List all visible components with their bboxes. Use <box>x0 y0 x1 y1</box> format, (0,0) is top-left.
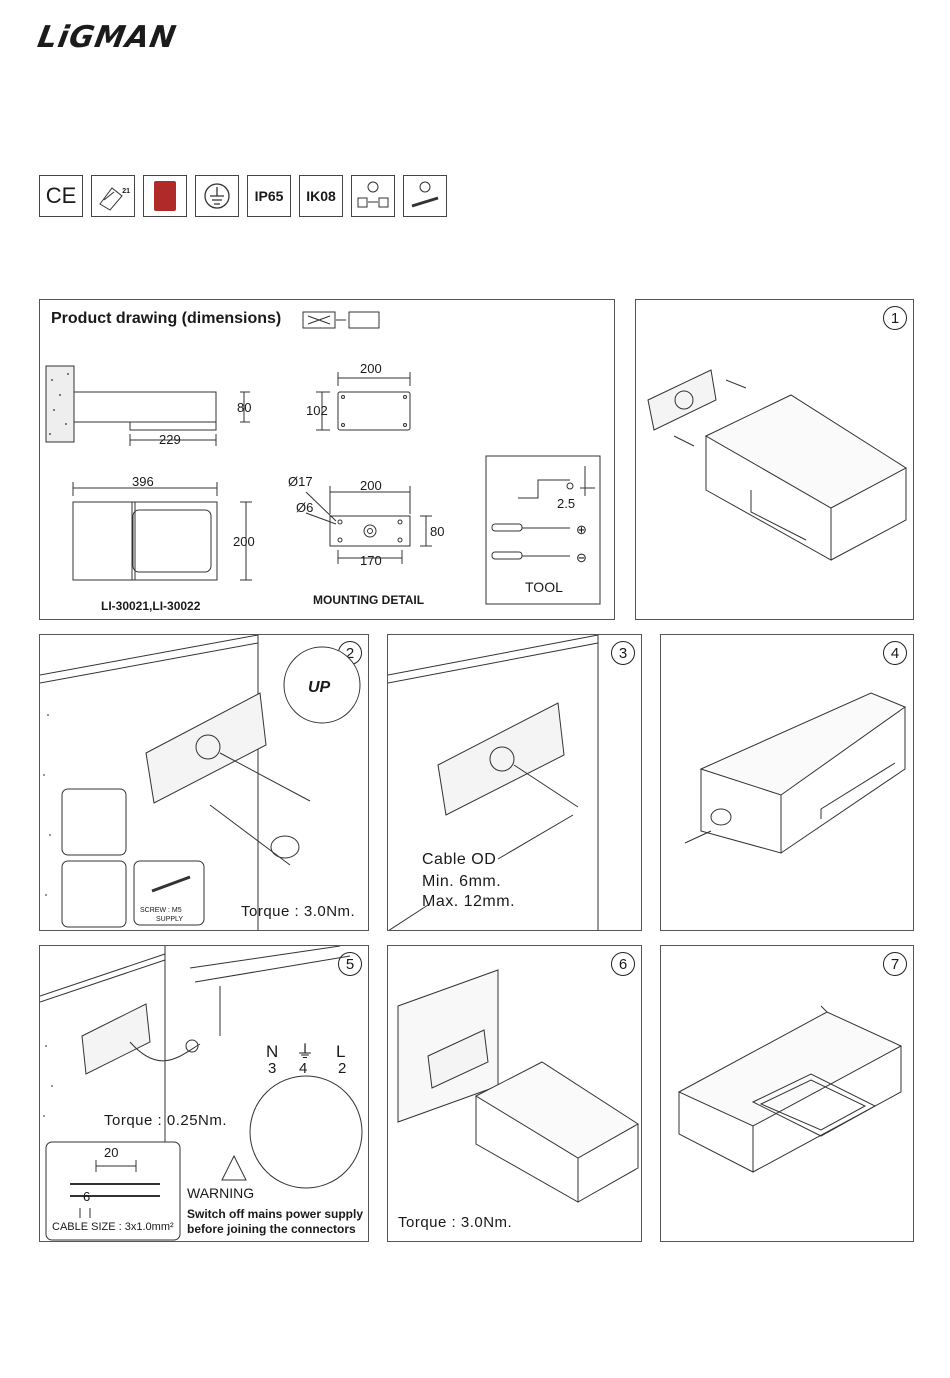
step-5-illustration <box>40 946 363 1241</box>
step-number: 4 <box>883 641 907 665</box>
step-1-illustration <box>647 369 907 561</box>
torque-note: Torque : 3.0Nm. <box>241 903 356 920</box>
neutral-label: N <box>266 1042 279 1061</box>
flat-icon: ⊖ <box>576 550 587 565</box>
cable-size: CABLE SIZE : 3x1.0mm² <box>52 1221 174 1233</box>
step-number: 1 <box>883 306 907 330</box>
model-numbers: LI-30021,LI-30022 <box>101 599 201 613</box>
step-7-panel: 7 <box>660 945 914 1242</box>
torque-note: Torque : 0.25Nm. <box>104 1112 228 1129</box>
step-3-panel: 3 Cable OD Min. 6mm. Max. 12mm. <box>387 634 642 931</box>
phillips-icon: ⊕ <box>576 522 587 537</box>
dim-side-width: 229 <box>159 432 181 447</box>
step-4-illustration <box>684 692 907 854</box>
dim-hole-6: Ø6 <box>296 500 314 515</box>
cable-od-max: Max. 12mm. <box>422 893 516 910</box>
cable-od-label: Cable OD <box>422 851 497 868</box>
class-2-icon: 21 <box>91 175 135 217</box>
step-number: 7 <box>883 952 907 976</box>
warning-line-1: Switch off mains power supply <box>187 1207 364 1221</box>
dimension-drawing <box>45 311 601 605</box>
step-4-panel: 4 <box>660 634 914 931</box>
dim-front-width: 396 <box>132 474 154 489</box>
screw-size: SCREW : M5 <box>140 907 182 914</box>
quality-badge-icon <box>143 175 187 217</box>
step-number: 6 <box>611 952 635 976</box>
step-6-panel: 6 Torque : 3.0Nm. <box>387 945 642 1242</box>
dimmer-icon <box>351 175 395 217</box>
step-1-panel: 1 <box>635 299 914 620</box>
tools-icon <box>403 175 447 217</box>
product-drawing-panel: Product drawing (dimensions) <box>39 299 615 620</box>
step-7-illustration <box>677 1005 903 1173</box>
step-3-illustration <box>388 635 599 930</box>
step-2-illustration <box>40 635 361 930</box>
live-label: L <box>336 1042 346 1061</box>
dim-mount-width: 200 <box>360 478 382 493</box>
ik08-badge: IK08 <box>299 175 343 217</box>
up-label: UP <box>308 679 331 696</box>
step-5-panel: 5 N ⏚ L 3 4 2 Torque : 0.25Nm. 20 6 CABL… <box>39 945 369 1242</box>
cable-od-min: Min. 6mm. <box>422 873 502 890</box>
ce-mark-icon: CE <box>39 175 83 217</box>
terminal-3: 3 <box>268 1060 277 1077</box>
allen-key-size: 2.5 <box>557 496 576 511</box>
dim-top-height: 102 <box>306 403 328 418</box>
panel-title: Product drawing (dimensions) <box>51 310 282 327</box>
strip-length-6: 6 <box>83 1189 91 1204</box>
terminal-4: 4 <box>299 1060 308 1077</box>
step-6-illustration <box>397 969 639 1203</box>
screw-supply: SUPPLY <box>156 916 184 923</box>
dim-side-height: 80 <box>237 400 252 415</box>
earth-icon <box>195 175 239 217</box>
earth-label: ⏚ <box>296 1042 314 1062</box>
step-2-panel: 2 UP SCREW : M5 SUPPLY Torque : 3.0Nm. <box>39 634 369 931</box>
step-number: 3 <box>611 641 635 665</box>
dim-hole-17: Ø17 <box>288 474 313 489</box>
brand-logo: LiGMAN <box>34 20 180 55</box>
tool-label: TOOL <box>525 579 563 595</box>
dim-mount-height: 80 <box>430 524 445 539</box>
dim-mount-hole: 170 <box>360 553 382 568</box>
warning-label: WARNING <box>187 1185 255 1201</box>
torque-note: Torque : 3.0Nm. <box>398 1214 513 1231</box>
warning-line-2: before joining the connectors <box>187 1222 356 1236</box>
terminal-2: 2 <box>338 1060 347 1077</box>
dim-front-height: 200 <box>233 534 255 549</box>
ip65-badge: IP65 <box>247 175 291 217</box>
dim-top-width: 200 <box>360 361 382 376</box>
strip-length-20: 20 <box>104 1145 119 1160</box>
mounting-detail-label: MOUNTING DETAIL <box>313 593 425 607</box>
